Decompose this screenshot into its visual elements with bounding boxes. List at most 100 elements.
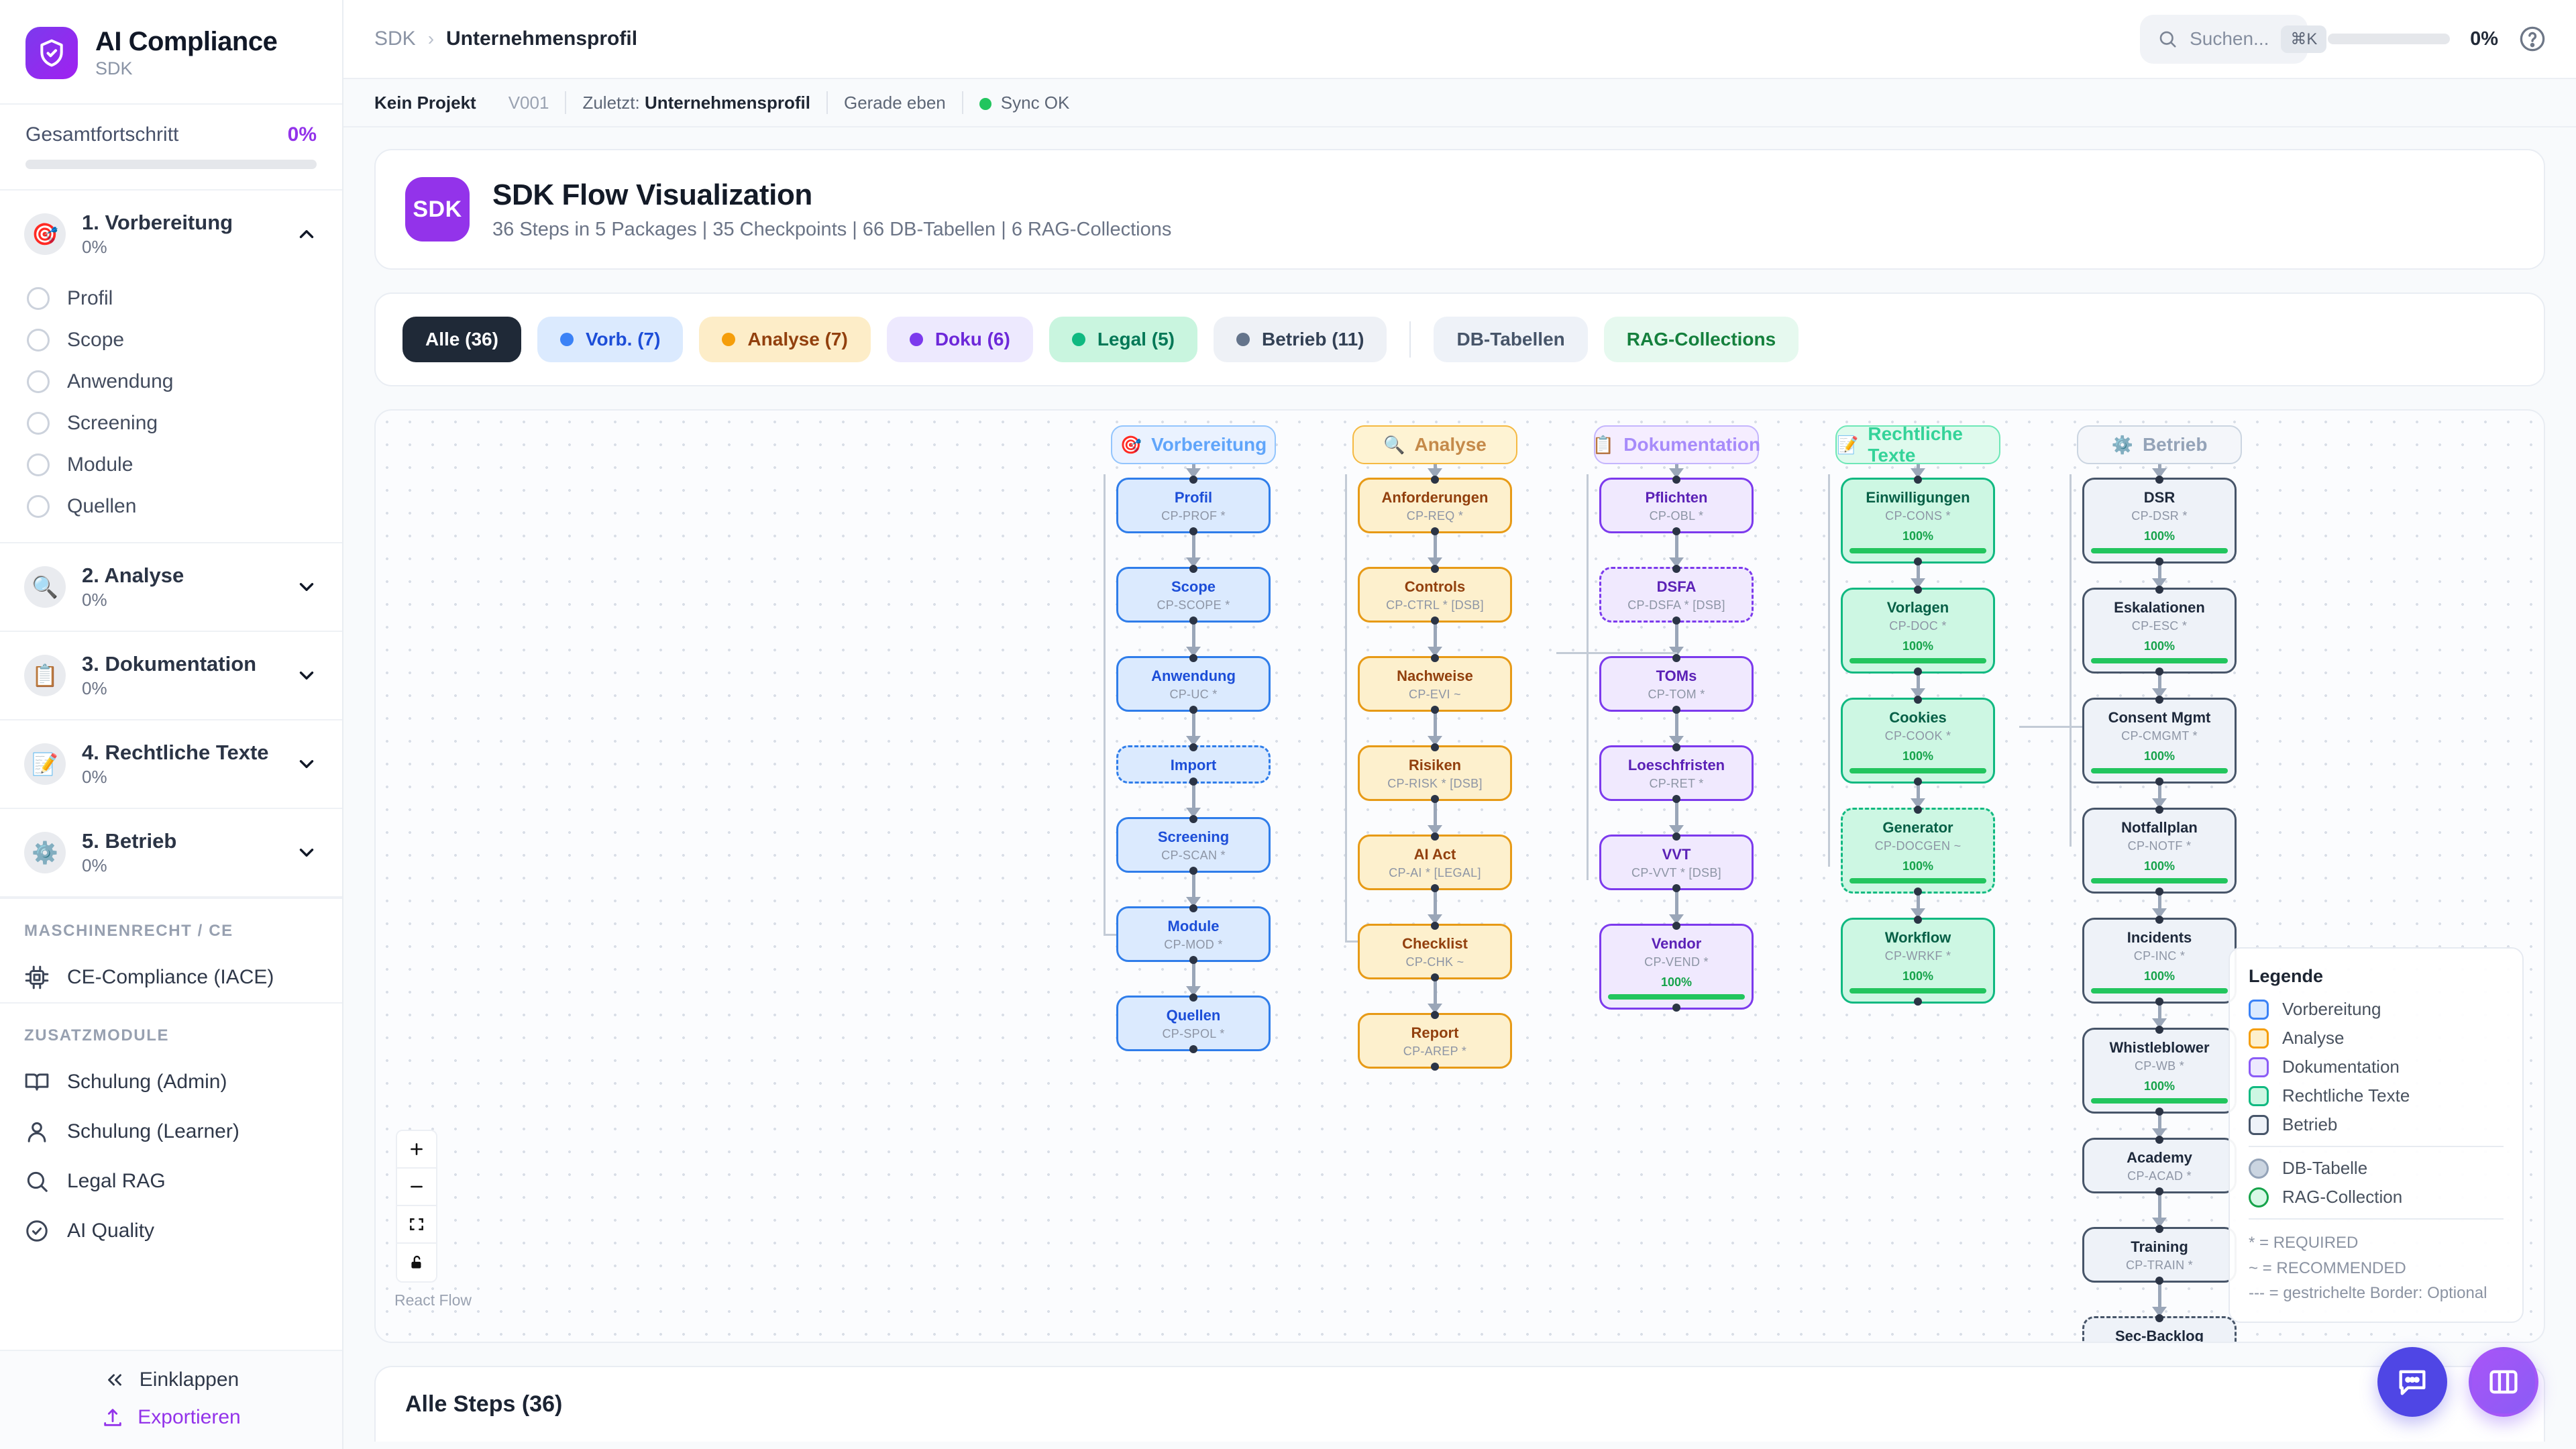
page-subtitle: 36 Steps in 5 Packages | 35 Checkpoints … (492, 218, 1172, 240)
node-port-bottom (1431, 706, 1439, 714)
flow-route-5 (1828, 474, 1830, 867)
flow-edge (1192, 873, 1195, 898)
search-input[interactable]: Suchen... ⌘K (2140, 14, 2327, 64)
node-port-top (1672, 743, 1680, 751)
search-shortcut: ⌘K (2281, 25, 2327, 53)
sidebar-item-schulung-admin[interactable]: Schulung (Admin) (0, 1057, 342, 1107)
filter-chip-5[interactable]: Betrieb (11) (1213, 317, 1387, 362)
sidebar-item-ce-compliance[interactable]: CE-Compliance (IACE) (0, 953, 342, 1002)
flow-edge-arrow (1669, 647, 1684, 657)
export-label: Exportieren (138, 1406, 241, 1428)
sidebar-item-ai-quality[interactable]: AI Quality (0, 1206, 342, 1256)
filter-chip-extra-0[interactable]: DB-Tabellen (1434, 317, 1588, 362)
filter-chip-3[interactable]: Doku (6) (886, 317, 1033, 362)
step-status-radio[interactable] (27, 370, 50, 393)
filter-chip-2[interactable]: Analyse (7) (699, 317, 871, 362)
sidebar-item-quellen[interactable]: Quellen (0, 486, 342, 527)
lane-emoji-icon: 🔍 (1383, 434, 1405, 455)
step-status-radio[interactable] (27, 495, 50, 518)
step-status-radio[interactable] (27, 453, 50, 476)
filter-chip-1[interactable]: Vorb. (7) (537, 317, 684, 362)
flow-node-betrieb-8[interactable]: Sec-BacklogCP-SEC ~100% (2082, 1314, 2237, 1342)
step-status-radio[interactable] (27, 412, 50, 435)
filter-chip-0[interactable]: Alle (36) (402, 317, 521, 362)
step-status-radio[interactable] (27, 329, 50, 352)
node-title: Risiken (1408, 757, 1462, 773)
legend-row-0: Vorbereitung (2249, 999, 2504, 1020)
sidebar-item-legal-rag[interactable]: Legal RAG (0, 1157, 342, 1206)
flow-edge-arrow (1186, 897, 1201, 907)
breadcrumb-separator: › (427, 28, 435, 49)
sidebar-item-screening[interactable]: Screening (0, 402, 342, 444)
collapse-sidebar-button[interactable]: Einklappen (0, 1368, 342, 1391)
sidebar-item-scope[interactable]: Scope (0, 319, 342, 361)
zoom-out-button[interactable] (397, 1169, 436, 1206)
node-port-top (2155, 806, 2163, 814)
step-status-radio[interactable] (27, 287, 50, 310)
filter-chip-4[interactable]: Legal (5) (1049, 317, 1197, 362)
chat-fab[interactable] (2377, 1347, 2447, 1417)
chip-icon (24, 965, 50, 990)
sidebar-item-module[interactable]: Module (0, 444, 342, 486)
sync-status-dot (979, 97, 991, 110)
node-port-bottom (1431, 795, 1439, 804)
flow-canvas[interactable]: 🎯Vorbereitung🔍Analyse📋Dokumentation📝Rech… (374, 409, 2545, 1343)
node-title: Anforderungen (1381, 489, 1489, 506)
panel-fab[interactable] (2469, 1347, 2538, 1417)
lock-toggle-button[interactable] (397, 1244, 436, 1281)
filter-chip-extra-1[interactable]: RAG-Collections (1603, 317, 1799, 362)
sidebar-item-schulung-learner[interactable]: Schulung (Learner) (0, 1107, 342, 1157)
flow-edge (1434, 979, 1437, 1005)
fit-view-button[interactable] (397, 1206, 436, 1244)
flow-node-vorbereitung-3[interactable]: Import (1116, 743, 1271, 786)
node-port-top (1431, 833, 1439, 841)
help-circle-icon[interactable] (2518, 25, 2546, 53)
breadcrumb-root[interactable]: SDK (374, 28, 416, 50)
node-code: CP-CTRL * [DSB] (1386, 598, 1484, 612)
sidebar-item-anwendung[interactable]: Anwendung (0, 361, 342, 402)
sidebar-item-profil[interactable]: Profil (0, 278, 342, 319)
export-button[interactable]: Exportieren (0, 1406, 342, 1429)
lane-emoji-icon: 📝 (1837, 434, 1859, 455)
zoom-in-button[interactable] (397, 1131, 436, 1169)
node-port-bottom (1914, 998, 1922, 1006)
